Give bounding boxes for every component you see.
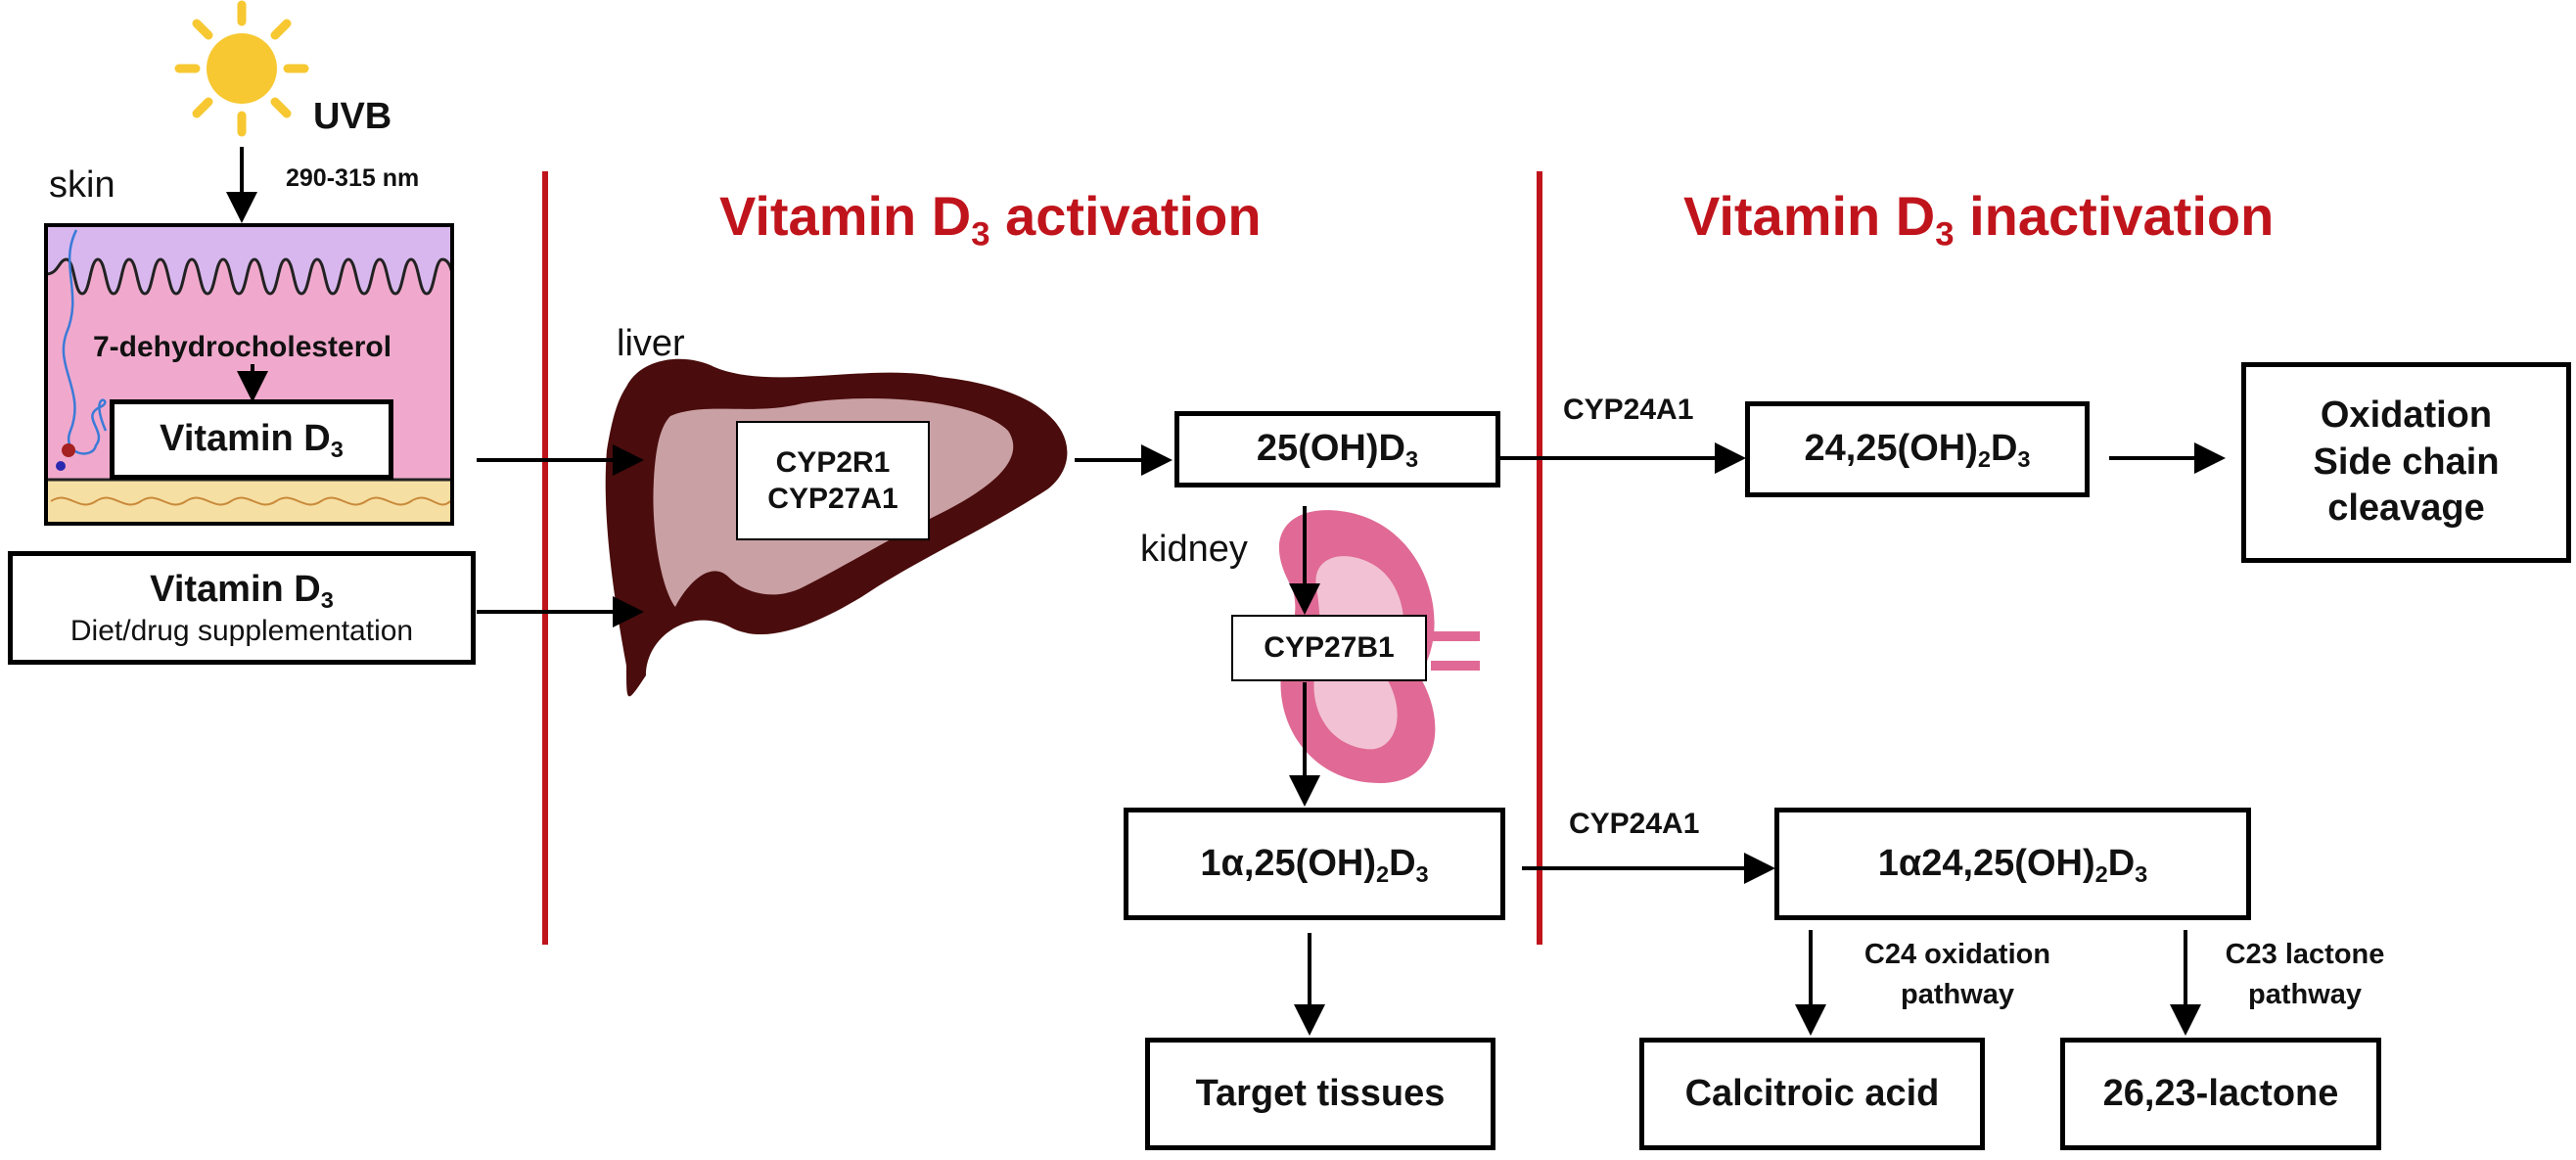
cyp24a1-bottom-label: CYP24A1 xyxy=(1569,808,1700,840)
diet-vitamin-d3-title: Vitamin D3 xyxy=(150,568,334,613)
text-1a2425oh2d3: 1α24,25(OH)2D3 xyxy=(1877,842,2148,887)
enzyme-cyp27b1: CYP27B1 xyxy=(1264,631,1395,665)
box-1a25oh2d3: 1α,25(OH)2D3 xyxy=(1124,808,1505,920)
box-25ohd3: 25(OH)D3 xyxy=(1174,411,1500,487)
liver-label: liver xyxy=(617,323,685,364)
skin-vitamin-d3-text: Vitamin D3 xyxy=(160,418,344,463)
oxidation-line3: cleavage xyxy=(2327,487,2485,530)
precursor-label: 7-dehydrocholesterol xyxy=(93,331,392,363)
text-25ohd3: 25(OH)D3 xyxy=(1256,428,1419,473)
kidney-label: kidney xyxy=(1140,529,1248,570)
enzyme-cyp2r1: CYP2R1 xyxy=(775,445,891,479)
lactone-text: 26,23-lactone xyxy=(2102,1072,2339,1114)
liver-enzymes-box: CYP2R1 CYP27A1 xyxy=(736,421,930,540)
activation-title: Vitamin D3 activation xyxy=(719,185,1262,254)
text-2425oh2d3: 24,25(OH)2D3 xyxy=(1804,428,2031,473)
c23-pathway-label: C23 lactone pathway xyxy=(2225,939,2385,1010)
diet-vitamin-d3-box: Vitamin D3 Diet/drug supplementation xyxy=(8,551,476,665)
skin-label: skin xyxy=(49,164,115,206)
flow-arrows xyxy=(226,147,2226,1036)
target-tissues-text: Target tissues xyxy=(1195,1072,1446,1114)
calcitroic-acid-box: Calcitroic acid xyxy=(1639,1038,1985,1150)
uvb-label: UVB xyxy=(313,96,392,137)
text-1a25oh2d3: 1α,25(OH)2D3 xyxy=(1200,842,1429,887)
target-tissues-box: Target tissues xyxy=(1145,1038,1495,1150)
oxidation-line2: Side chain xyxy=(2313,441,2500,483)
oxidation-box: Oxidation Side chain cleavage xyxy=(2241,362,2571,563)
c24-pathway-label: C24 oxidation pathway xyxy=(1863,939,2051,1010)
box-2425oh2d3: 24,25(OH)2D3 xyxy=(1745,401,2090,497)
lactone-box: 26,23-lactone xyxy=(2060,1038,2381,1150)
calcitroic-acid-text: Calcitroic acid xyxy=(1684,1072,1940,1114)
uvb-wavelength: 290-315 nm xyxy=(286,164,420,192)
box-1a2425oh2d3: 1α24,25(OH)2D3 xyxy=(1774,808,2251,920)
cyp24a1-top-label: CYP24A1 xyxy=(1563,394,1694,426)
sun-icon xyxy=(174,0,309,137)
enzyme-cyp27a1: CYP27A1 xyxy=(767,483,898,515)
skin-vitamin-d3-box: Vitamin D3 xyxy=(110,399,393,480)
inactivation-title: Vitamin D3 inactivation xyxy=(1683,185,2275,254)
oxidation-line1: Oxidation xyxy=(2320,394,2493,437)
diet-subtitle: Diet/drug supplementation xyxy=(69,615,414,647)
kidney-enzyme-box: CYP27B1 xyxy=(1231,615,1427,681)
